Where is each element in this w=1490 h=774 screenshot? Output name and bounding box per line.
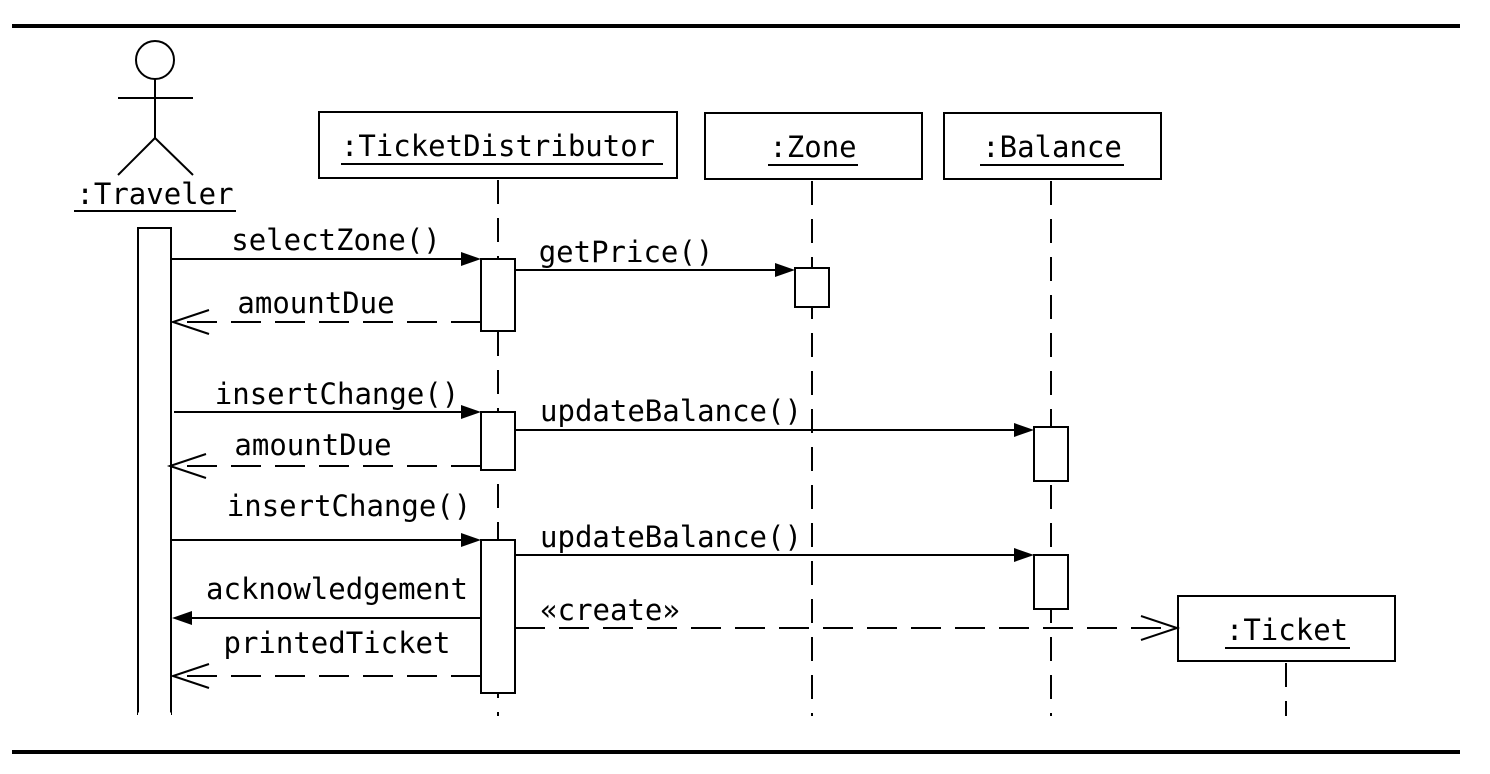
- message-update-balance-1: [515, 423, 1034, 437]
- lifeline-distributor-box: [318, 111, 678, 179]
- message-insert-change-2-label: insertChange(): [227, 489, 471, 523]
- message-acknowledgement: [172, 611, 481, 625]
- activation-distributor-2: [480, 411, 516, 471]
- message-acknowledgement-label: acknowledgement: [206, 572, 468, 606]
- message-create: [515, 615, 1181, 641]
- lifeline-traveler-label: :Traveler: [76, 177, 233, 211]
- message-update-balance-2-label: updateBalance(): [540, 520, 802, 554]
- lifeline-distributor-label: :TicketDistributor: [341, 129, 655, 163]
- message-printed-ticket-label: printedTicket: [224, 626, 451, 660]
- message-get-price-label: getPrice(): [539, 235, 714, 269]
- message-printed-ticket: [169, 663, 481, 689]
- activation-zone: [794, 267, 830, 308]
- message-amount-due-2-label: amountDue: [234, 428, 391, 462]
- lifeline-balance-label: :Balance: [982, 130, 1122, 164]
- message-amount-due-1-label: amountDue: [237, 286, 394, 320]
- activation-distributor-3: [480, 539, 516, 694]
- message-update-balance-2: [515, 548, 1034, 562]
- message-select-zone-label: selectZone(): [231, 223, 441, 257]
- actor-stick-figure-icon: [117, 40, 194, 176]
- message-update-balance-1-label: updateBalance(): [540, 394, 802, 428]
- activation-balance-2: [1033, 554, 1069, 610]
- message-amount-due-1: [169, 309, 481, 335]
- lifeline-zone-box: [704, 112, 923, 180]
- message-insert-change-2: [171, 533, 481, 547]
- message-insert-change-1: [174, 405, 481, 419]
- lifeline-ticket-label: :Ticket: [1226, 613, 1348, 647]
- lifeline-balance-box: [943, 112, 1162, 180]
- activation-traveler: [137, 227, 172, 715]
- message-insert-change-1-label: insertChange(): [215, 377, 459, 411]
- activation-balance-1: [1033, 426, 1069, 482]
- lifeline-ticket-box: [1177, 595, 1396, 662]
- message-amount-due-2: [166, 453, 481, 479]
- message-select-zone: [171, 252, 481, 266]
- message-create-label: «create»: [540, 593, 680, 627]
- lifeline-zone-label: :Zone: [769, 130, 856, 164]
- message-get-price: [515, 263, 795, 277]
- activation-distributor-1: [480, 258, 516, 332]
